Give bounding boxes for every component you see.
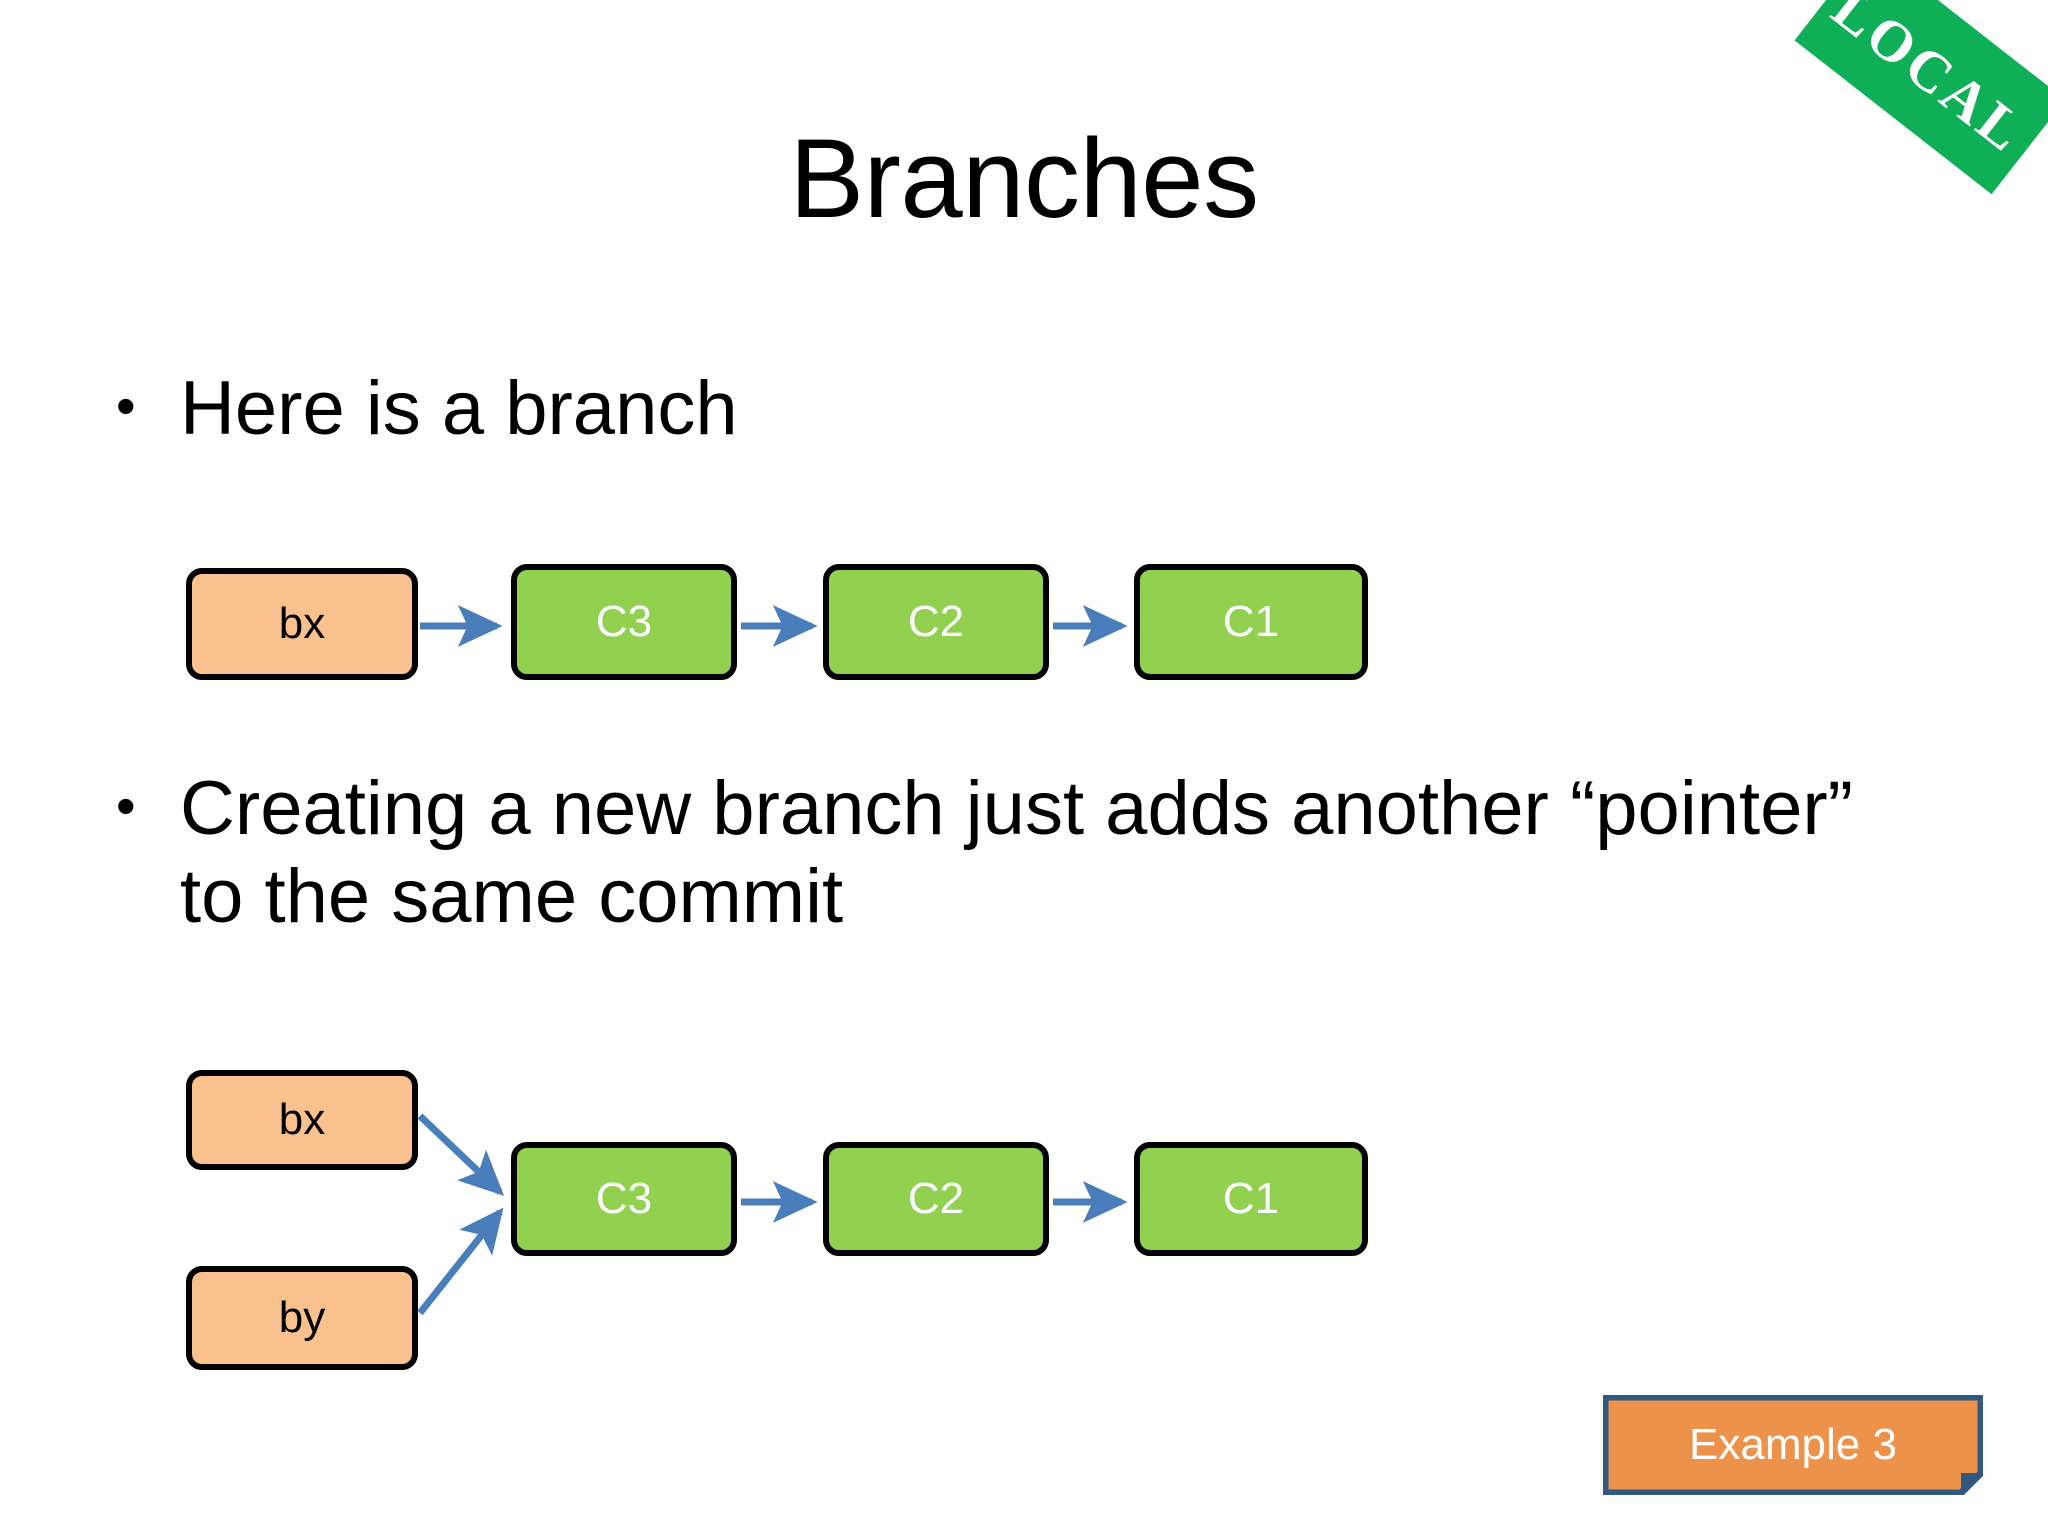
node-label: bx — [278, 599, 326, 648]
node-label: bx — [278, 1095, 326, 1144]
node-by-diagram2: by — [186, 1266, 418, 1370]
bullet-item-1: • Here is a branch — [116, 365, 1416, 453]
node-bx-diagram1: bx — [186, 568, 418, 680]
node-label: C3 — [595, 1174, 653, 1223]
bullet-item-2: • Creating a new branch just adds anothe… — [116, 765, 1856, 941]
bullet-text-1: Here is a branch — [180, 366, 738, 451]
node-label: C2 — [907, 1174, 965, 1223]
node-c3-diagram1: C3 — [511, 564, 737, 680]
arrow-bx-to-c3-d2 — [417, 1113, 505, 1196]
node-c1-diagram1: C1 — [1134, 564, 1368, 680]
page-title: Branches — [789, 116, 1259, 241]
arrow-by-to-c3-d2 — [417, 1207, 504, 1316]
node-c2-diagram2: C2 — [823, 1142, 1049, 1256]
bullet-text-2: Creating a new branch just adds another … — [180, 766, 1853, 940]
node-c3-diagram2: C3 — [511, 1142, 737, 1256]
bullet-marker-icon: • — [116, 374, 136, 437]
node-c2-diagram1: C2 — [823, 564, 1049, 680]
node-label: C1 — [1222, 597, 1280, 646]
node-label: C2 — [907, 597, 965, 646]
example-badge-shape — [1603, 1395, 1983, 1495]
bullet-marker-icon: • — [116, 774, 136, 837]
node-c1-diagram2: C1 — [1134, 1142, 1368, 1256]
node-label: C1 — [1222, 1174, 1280, 1223]
example-badge[interactable]: Example 3 — [1603, 1395, 1983, 1495]
node-bx-diagram2: bx — [186, 1070, 418, 1170]
node-label: by — [278, 1293, 326, 1342]
example-badge-label: Example 3 — [1689, 1420, 1897, 1469]
node-label: C3 — [595, 597, 653, 646]
